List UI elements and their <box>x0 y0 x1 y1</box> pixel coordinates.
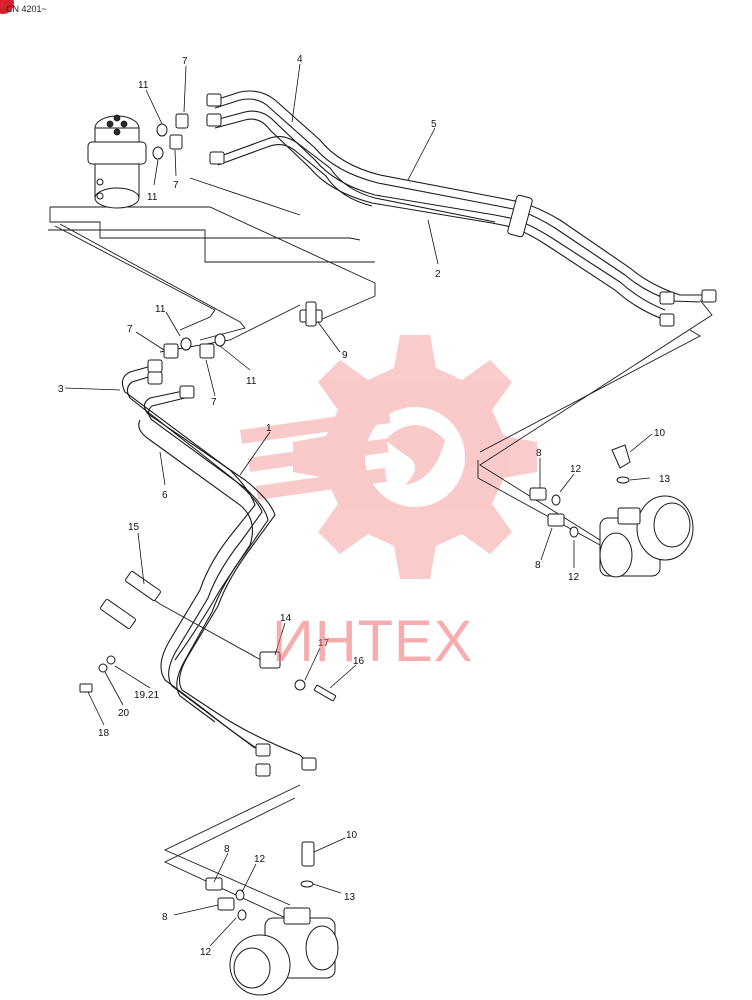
callout: 10 <box>346 830 358 841</box>
callout: 11 <box>147 192 158 203</box>
callout: 13 <box>344 892 356 903</box>
pipe-bundle-lower <box>121 359 317 777</box>
pipe-bundle-upper <box>206 90 717 327</box>
right-fittings <box>529 444 631 538</box>
callout: 7 <box>127 324 133 335</box>
callout: 14 <box>280 613 292 624</box>
callout: 12 <box>568 572 580 583</box>
bottom-fittings <box>205 841 315 921</box>
mid-fittings <box>163 333 226 359</box>
callout: 8 <box>536 448 542 459</box>
callout: 12 <box>200 947 212 958</box>
callout: 6 <box>162 490 168 501</box>
callout: 2 <box>435 269 441 280</box>
callout: 8 <box>224 844 230 855</box>
callout: 18 <box>98 728 110 739</box>
callout: 9 <box>342 350 348 361</box>
travel-motor-right <box>599 495 694 578</box>
travel-motor-bottom <box>229 907 339 996</box>
callout: 17 <box>318 638 330 649</box>
top-fittings <box>152 113 189 160</box>
watermark-text: ИНТЕХ <box>272 609 474 674</box>
callout: 20 <box>118 708 130 719</box>
callout: 19.21 <box>134 690 159 701</box>
callout: 12 <box>254 854 266 865</box>
callout: 12 <box>570 464 582 475</box>
tee-fitting-9 <box>299 301 323 327</box>
callout: 11 <box>138 80 149 91</box>
callout: 11 <box>155 304 166 315</box>
callout: 3 <box>58 384 64 395</box>
callout: 8 <box>162 912 168 923</box>
callout: 7 <box>211 397 217 408</box>
corner-badge <box>0 0 14 14</box>
swivel-joint <box>87 114 147 209</box>
serial-note: CN 4201~ <box>6 4 47 14</box>
callout: 5 <box>431 119 437 130</box>
callout: 16 <box>353 656 365 667</box>
watermark-gear <box>240 335 537 579</box>
leader-lines <box>64 63 653 947</box>
callout: 13 <box>659 474 671 485</box>
callout: 15 <box>128 522 140 533</box>
callout-labels: 7 4 11 11 7 5 2 9 11 7 11 7 3 1 6 10 8 1… <box>58 54 671 958</box>
callout: 4 <box>297 54 303 65</box>
callout: 11 <box>246 376 257 387</box>
clamp-assembly <box>79 571 337 702</box>
callout: 8 <box>535 560 541 571</box>
callout: 1 <box>266 423 272 434</box>
callout: 10 <box>654 428 666 439</box>
callout: 7 <box>173 180 179 191</box>
callout: 7 <box>182 56 188 67</box>
